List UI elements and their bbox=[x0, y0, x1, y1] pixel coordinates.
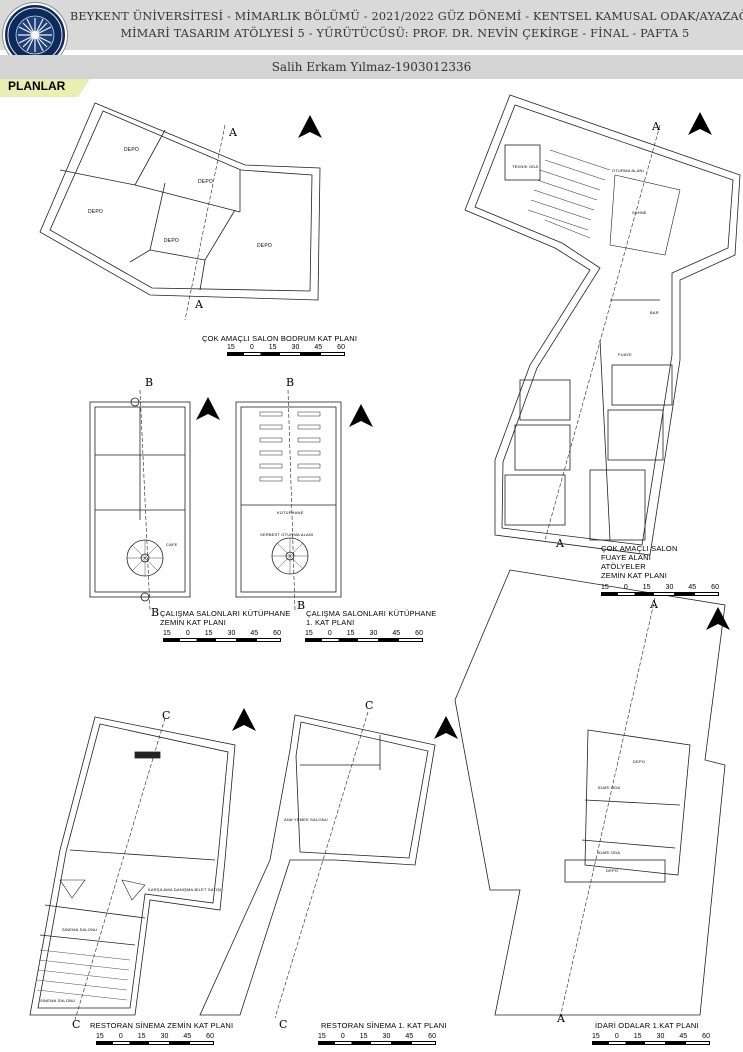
room-depo-3: DEPO bbox=[88, 209, 103, 215]
room-teknik-oda: TEKNİK ODA bbox=[512, 164, 539, 169]
room-cafe: CAFE bbox=[166, 542, 178, 547]
room-sahne: SAHNE bbox=[632, 210, 647, 215]
page-title-line1: BEYKENT ÜNİVERSİTESİ - MİMARLIK BÖLÜMÜ -… bbox=[70, 10, 743, 23]
section-mark-b1: B bbox=[145, 376, 154, 389]
section-mark-c3: C bbox=[365, 699, 374, 712]
section-mark-a4: A bbox=[556, 537, 564, 550]
plan-title-restoran-zemin: RESTORAN SİNEMA ZEMİN KAT PLANI bbox=[90, 1021, 234, 1030]
header-band bbox=[0, 0, 743, 50]
room-ana-yemek: ANA YEMEK SALONU bbox=[284, 817, 328, 822]
plan-kutuphane-zemin-drawing bbox=[89, 389, 191, 611]
section-mark-a2: A bbox=[195, 298, 203, 311]
plan-title-zemin-salon: ÇOK AMAÇLI SALON FUAYE ALANI ATÖLYELER Z… bbox=[601, 544, 678, 580]
room-serbest: SERBEST OTURMA ALANI bbox=[260, 532, 314, 537]
plan-bodrum-drawing bbox=[39, 102, 321, 321]
plan-kutuphane-1-drawing bbox=[235, 389, 342, 611]
plan-restoran-zemin-drawing bbox=[29, 716, 236, 1021]
section-tab-shape bbox=[0, 79, 90, 97]
author-band bbox=[0, 55, 743, 79]
section-mark-b2: B bbox=[151, 606, 160, 619]
section-mark-a6: A bbox=[557, 1012, 565, 1025]
north-arrows bbox=[196, 112, 730, 739]
room-karsilama: KARŞILAMA DANIŞMA BİLET SATIŞI bbox=[148, 887, 222, 892]
room-idari-oda-1: İDARİ ODA bbox=[598, 785, 621, 790]
section-mark-c4: C bbox=[279, 1018, 288, 1031]
room-depo-idari-2: DEPO bbox=[606, 868, 619, 873]
section-mark-c1: C bbox=[162, 709, 171, 722]
page-title-line2: MİMARİ TASARIM ATÖLYESİ 5 - YÜRÜTÜCÜSÜ: … bbox=[120, 27, 690, 40]
room-oturma: OTURMA ALANI bbox=[612, 168, 644, 173]
section-mark-c2: C bbox=[72, 1018, 81, 1031]
plan-idari-drawing bbox=[454, 569, 726, 1019]
plan-title-bodrum: ÇOK AMAÇLI SALON BODRUM KAT PLANI bbox=[202, 334, 358, 343]
plan-title-kutuphane-zemin: ÇALIŞMA SALONLARI KÜTÜPHANE ZEMİN KAT PL… bbox=[160, 609, 291, 627]
section-mark-b4: B bbox=[297, 599, 306, 612]
room-kutuphane: KÜTÜPHANE bbox=[277, 510, 304, 515]
university-logo bbox=[3, 3, 67, 67]
room-idari-oda-2: İDARİ ODA bbox=[598, 850, 621, 855]
room-depo-1: DEPO bbox=[124, 147, 139, 153]
section-mark-a1: A bbox=[229, 126, 237, 139]
room-bar: BAR bbox=[650, 310, 659, 315]
plan-title-idari: İDARİ ODALAR 1.KAT PLANI bbox=[595, 1021, 699, 1030]
room-fuaye: FUAYE bbox=[618, 352, 633, 357]
section-tab: PLANLAR bbox=[0, 79, 90, 97]
room-depo-2: DEPO bbox=[198, 179, 213, 185]
logo-star-icon bbox=[7, 7, 63, 63]
section-mark-a5: A bbox=[650, 598, 658, 611]
plan-title-kutuphane-1: ÇALIŞMA SALONLARI KÜTÜPHANE 1. KAT PLANI bbox=[306, 609, 437, 627]
plan-restoran-1-drawing bbox=[199, 711, 436, 1019]
section-mark-b3: B bbox=[286, 376, 295, 389]
plan-zemin-salon-drawing bbox=[464, 94, 741, 556]
room-depo-4: DEPO bbox=[164, 238, 179, 244]
room-sinema-1: SİNEMA SALONU bbox=[62, 927, 98, 932]
room-depo-idari-1: DEPO bbox=[633, 759, 646, 764]
author-name: Salih Erkam Yılmaz-1903012336 bbox=[271, 60, 472, 74]
room-sinema-2: SİNEMA SALONU bbox=[40, 998, 76, 1003]
section-label: PLANLAR bbox=[8, 79, 66, 93]
room-depo-5: DEPO bbox=[257, 243, 272, 249]
plan-title-restoran-1: RESTORAN SİNEMA 1. KAT PLANI bbox=[321, 1021, 447, 1030]
section-mark-a3: A bbox=[652, 120, 660, 133]
